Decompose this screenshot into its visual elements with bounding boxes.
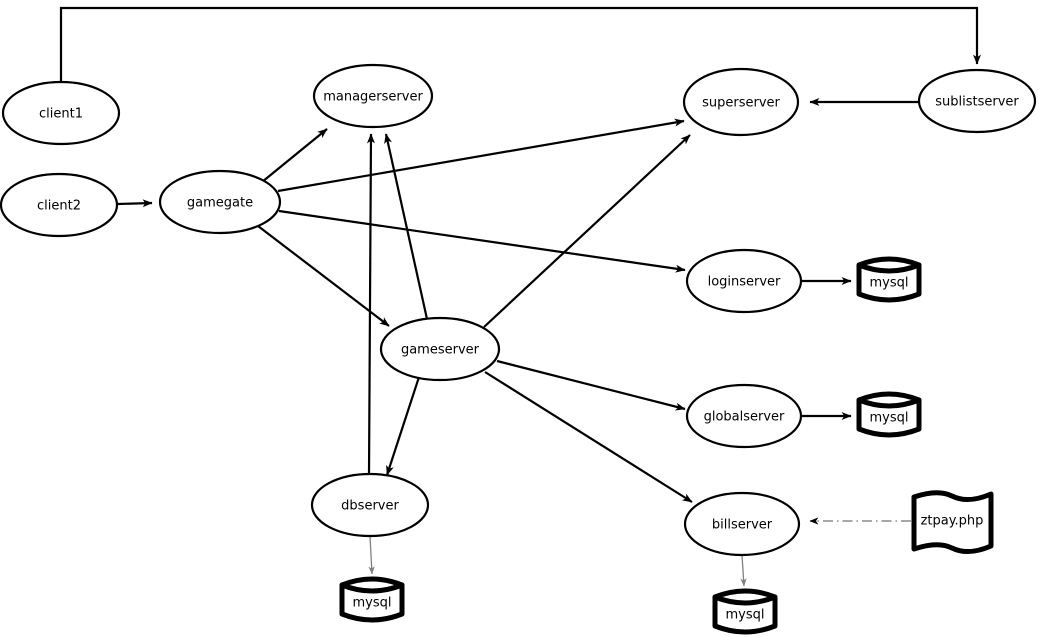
edge-gameserver-globalserver[interactable] <box>496 359 691 411</box>
node-sublistserver[interactable]: sublistserver <box>917 68 1037 134</box>
node-loginserver[interactable]: loginserver <box>685 248 803 314</box>
edge-gameserver-billserver[interactable] <box>484 371 697 505</box>
node-globalserver[interactable]: globalserver <box>685 383 803 449</box>
edge-gameserver-dbserver[interactable] <box>385 376 421 481</box>
edge-client1-sublistserver[interactable] <box>59 6 981 82</box>
node-mysql-dbserver[interactable]: mysql <box>339 576 405 623</box>
edge-billserver-mysql[interactable] <box>740 554 747 590</box>
edge-gamegate-superserver[interactable] <box>277 118 690 193</box>
node-gamegate[interactable]: gamegate <box>158 169 282 235</box>
node-client1[interactable]: client1 <box>1 80 121 146</box>
node-ztpay-php[interactable]: ztpay.php <box>911 490 994 554</box>
node-mysql-billserver[interactable]: mysql <box>712 588 778 635</box>
edge-dbserver-managerserver[interactable] <box>366 128 375 475</box>
edge-gamegate-gameserver[interactable] <box>257 225 394 330</box>
node-mysql-globalserver[interactable]: mysql <box>856 391 922 438</box>
edge-gameserver-managerserver[interactable] <box>384 128 429 320</box>
edge-dbserver-mysql[interactable] <box>368 535 375 578</box>
node-gameserver[interactable]: gameserver <box>379 316 501 382</box>
node-superserver[interactable]: superserver <box>682 67 800 137</box>
node-mysql-loginserver[interactable]: mysql <box>856 256 922 303</box>
edge-client2-gamegate[interactable] <box>117 199 158 208</box>
edge-gamegate-loginserver[interactable] <box>278 209 691 273</box>
node-client2[interactable]: client2 <box>0 172 119 238</box>
edge-gameserver-superserver[interactable] <box>483 131 694 328</box>
edge-gamegate-managerserver[interactable] <box>261 124 333 183</box>
node-managerserver[interactable]: managerserver <box>312 63 434 129</box>
node-billserver[interactable]: billserver <box>683 491 801 557</box>
edge-layer <box>59 6 981 590</box>
node-dbserver[interactable]: dbserver <box>310 472 430 538</box>
node-layer: client1 client2 gamegate managerserver s… <box>0 63 1037 635</box>
